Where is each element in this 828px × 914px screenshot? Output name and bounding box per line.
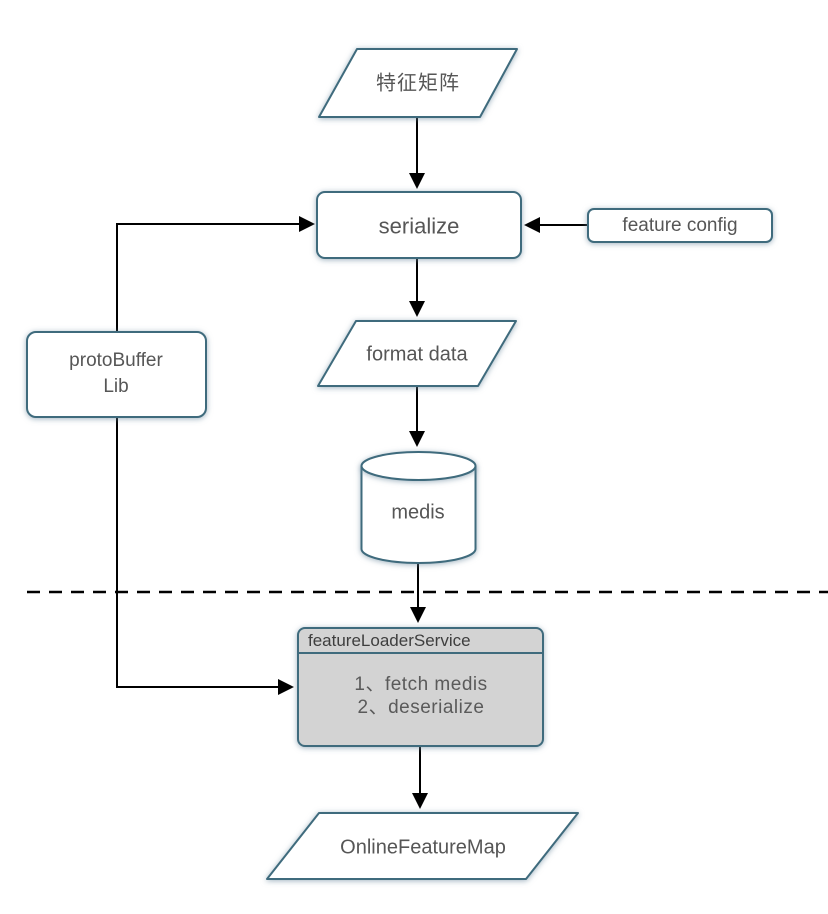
medis-cylinder-body xyxy=(360,466,477,564)
feature-config-box xyxy=(587,208,773,243)
feature-config-label: feature config xyxy=(622,215,738,237)
feature-matrix-parallelogram xyxy=(318,48,518,118)
protobuffer-lib-label: protoBuffer Lib xyxy=(69,350,163,397)
format-data-label: format data xyxy=(366,343,468,366)
feature-loader-service-step-2: 2、deserialize xyxy=(357,697,485,718)
online-feature-map-label: OnlineFeatureMap xyxy=(340,836,506,859)
feature-loader-service-title: featureLoaderService xyxy=(308,631,471,650)
medis-label: medis xyxy=(391,501,445,524)
protobuffer-lib-box xyxy=(26,331,207,418)
format-data-parallelogram xyxy=(317,320,517,387)
arrow-protobuffer-to-serialize xyxy=(116,216,315,332)
feature-matrix-label: 特征矩阵 xyxy=(376,72,460,95)
serialize-label: serialize xyxy=(378,213,460,239)
online-feature-map-parallelogram xyxy=(266,812,579,880)
medis-cylinder-top xyxy=(360,451,477,481)
feature-loader-service-steps: 1、fetch medis 2、deserialize xyxy=(354,673,487,719)
arrow-protobuffer-to-feature-loader-service xyxy=(116,417,294,695)
feature-loader-service-step-1: 1、fetch medis xyxy=(354,674,488,695)
feature-loader-service-box xyxy=(297,627,544,747)
serialize-box xyxy=(316,191,522,259)
